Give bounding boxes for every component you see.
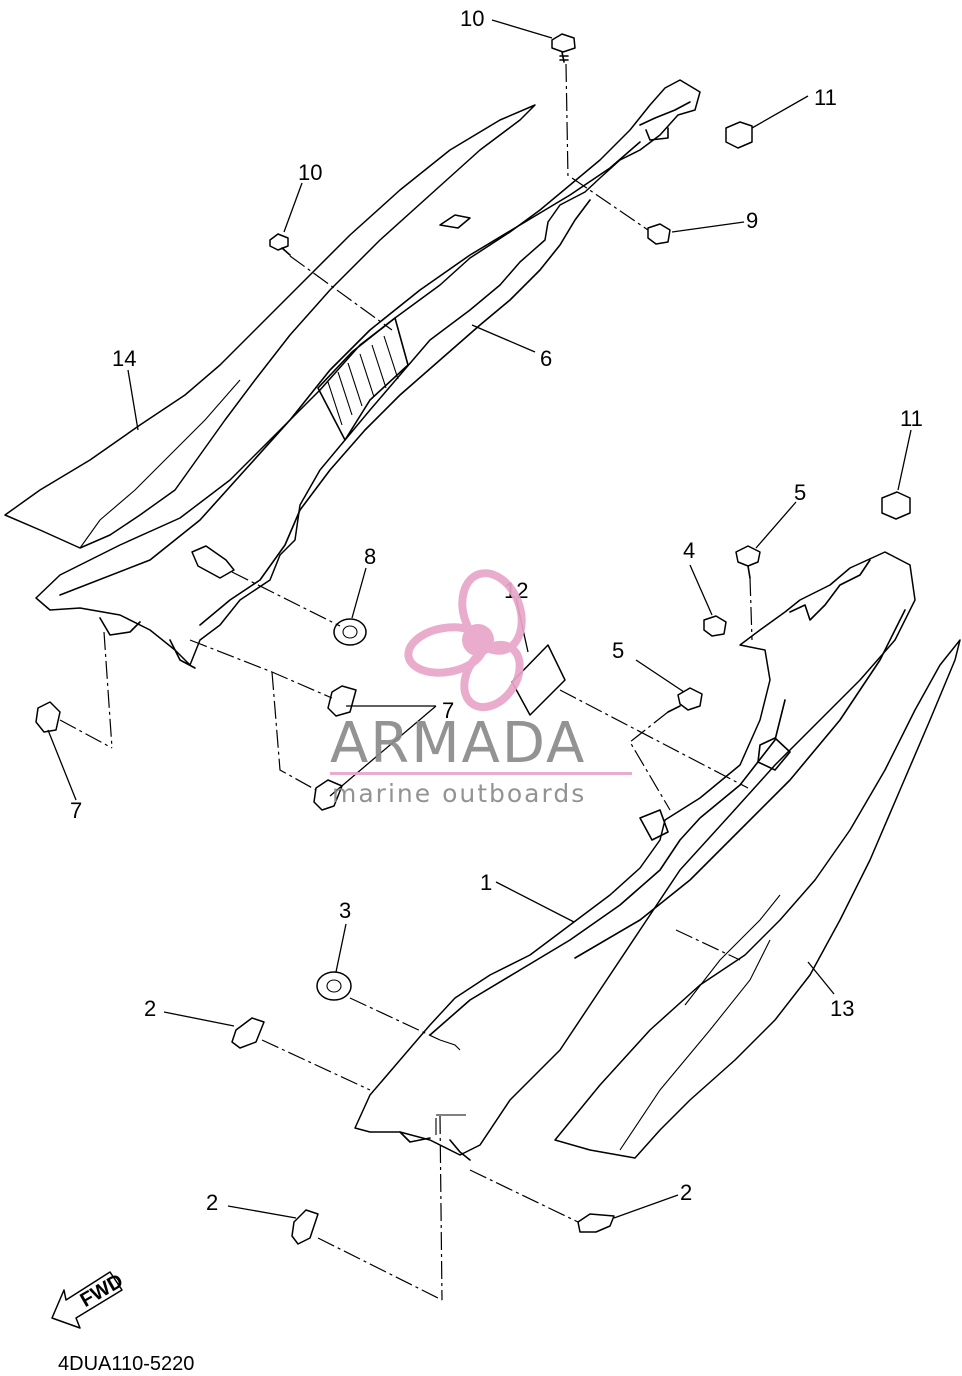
callout-5-lower: 5 xyxy=(612,638,624,663)
part-7-pad-b xyxy=(313,779,343,811)
part-11-top xyxy=(725,121,753,149)
callout-14: 14 xyxy=(112,346,136,371)
part-2-pad-b xyxy=(291,1209,319,1245)
watermark: ARMADA marine outboards xyxy=(330,569,632,808)
callout-2-lower: 2 xyxy=(206,1190,218,1215)
callout-8: 8 xyxy=(364,544,376,569)
callout-10-top: 10 xyxy=(460,6,484,31)
callout-13: 13 xyxy=(830,996,854,1021)
part-3-grommet xyxy=(316,971,352,1001)
part-8-grommet xyxy=(333,618,367,646)
screw-10-left xyxy=(269,233,291,256)
callout-3: 3 xyxy=(339,898,351,923)
part-14-trim xyxy=(4,104,536,549)
watermark-brand: ARMADA xyxy=(330,711,586,776)
callout-4: 4 xyxy=(683,538,695,563)
part-9-nut xyxy=(647,223,671,245)
callout-5-upper: 5 xyxy=(794,480,806,505)
screw-5-lower xyxy=(667,687,703,713)
clip-left xyxy=(191,545,235,579)
screw-5-upper xyxy=(735,545,761,579)
callout-6: 6 xyxy=(540,346,552,371)
diagram-code: 4DUA110-5220 xyxy=(58,1353,194,1375)
part-2-pad-a xyxy=(231,1017,265,1049)
callout-11-top: 11 xyxy=(814,85,837,110)
fwd-label: FWD xyxy=(77,1270,127,1312)
part-4-nut xyxy=(703,615,727,637)
part-11-right xyxy=(881,491,911,520)
callout-10-left: 10 xyxy=(298,160,322,185)
leader-lines xyxy=(47,19,912,1219)
fwd-arrow: FWD xyxy=(51,1270,127,1329)
part-7-pad-c xyxy=(35,701,61,733)
callout-7-left: 7 xyxy=(70,798,82,823)
callout-1: 1 xyxy=(480,870,492,895)
assembly-lines xyxy=(59,63,753,1301)
propeller-logo xyxy=(404,569,526,712)
screw-10-top xyxy=(551,33,576,63)
callout-11-right: 11 xyxy=(900,406,923,431)
part-1-side-cover xyxy=(354,551,916,1161)
callout-labels: 10 11 10 9 14 6 11 8 12 4 5 5 7 7 1 3 13… xyxy=(70,6,923,1215)
part-7-pad-a xyxy=(327,685,357,717)
watermark-tagline: marine outboards xyxy=(332,779,586,808)
part-12-plate xyxy=(511,644,566,716)
small-parts xyxy=(35,33,911,1245)
part-2-pad-c xyxy=(577,1213,615,1233)
watermark-rule xyxy=(330,772,632,775)
callout-2-right: 2 xyxy=(680,1180,692,1205)
part-13-trim xyxy=(554,639,961,1159)
callout-7-center: 7 xyxy=(442,698,454,723)
callout-9: 9 xyxy=(746,208,758,233)
callout-2-upper: 2 xyxy=(144,996,156,1021)
part-6-cover xyxy=(35,79,701,669)
